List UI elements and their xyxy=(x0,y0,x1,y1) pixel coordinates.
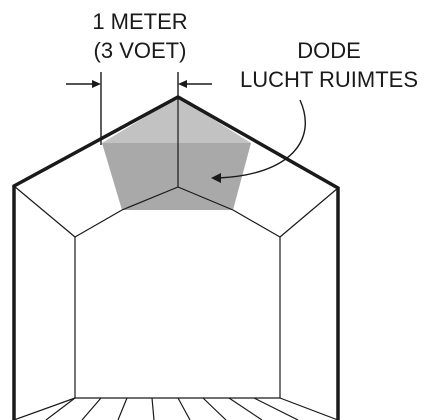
width-label-line2: (3 VOET) xyxy=(94,38,187,63)
dead-air-label-line1: DODE xyxy=(297,38,361,63)
room-interior-lines xyxy=(13,97,339,420)
dead-air-space-upper xyxy=(102,97,251,143)
width-label-line1: 1 METER xyxy=(92,9,187,34)
width-dimension-marker xyxy=(66,72,212,145)
dead-air-leader-arrow xyxy=(211,99,306,183)
dead-air-space-lower xyxy=(102,143,251,210)
dead-air-label-line2: LUCHT RUIMTES xyxy=(240,67,418,92)
